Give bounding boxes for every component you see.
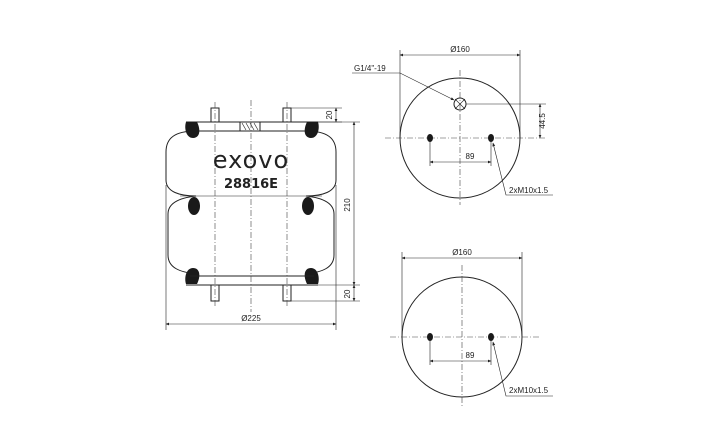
thread-label: 2xM10x1.5 [509, 386, 549, 395]
dimension-offset: 44.5 [538, 113, 547, 129]
air-port-cross [454, 98, 466, 110]
stud-hole-left [427, 134, 433, 142]
stud-hole-left [427, 333, 433, 341]
air-port [239, 121, 261, 132]
dimension-top-diameter: Ø160 [450, 45, 470, 54]
top-plate-view: Ø160 G1/4"-19 44.5 89 2xM10x1.5 [352, 45, 553, 205]
dimension-top-stud: 20 [325, 110, 334, 119]
brand-logo: exovo [213, 146, 289, 174]
port-leader [352, 72, 455, 101]
bead-top-right [304, 122, 319, 138]
bottom-plate-view: Ø160 89 2xM10x1.5 [390, 248, 553, 408]
girdle-ring-left [188, 197, 200, 215]
bead-top-left [185, 122, 200, 138]
dimension-bottom-diameter: Ø160 [452, 248, 472, 257]
stud-hole-right [488, 333, 494, 341]
dimension-height: 210 [343, 198, 352, 212]
thread-leader [492, 341, 553, 397]
model-number: 28816E [224, 177, 278, 192]
thread-leader [492, 142, 553, 196]
girdle-ring-right [302, 197, 314, 215]
port-label: G1/4"-19 [354, 64, 386, 73]
thread-label: 2xM10x1.5 [509, 186, 549, 195]
air-port-hatch [241, 122, 259, 131]
stud-hole-right [488, 134, 494, 142]
dimension-diameter: Ø225 [241, 314, 261, 323]
side-view: exovo 28816E 20 210 20 Ø225 [165, 100, 360, 330]
dimension-spacing: 89 [466, 351, 475, 360]
dimension-spacing: 89 [466, 152, 475, 161]
dimension-bottom-stud: 20 [343, 289, 352, 298]
